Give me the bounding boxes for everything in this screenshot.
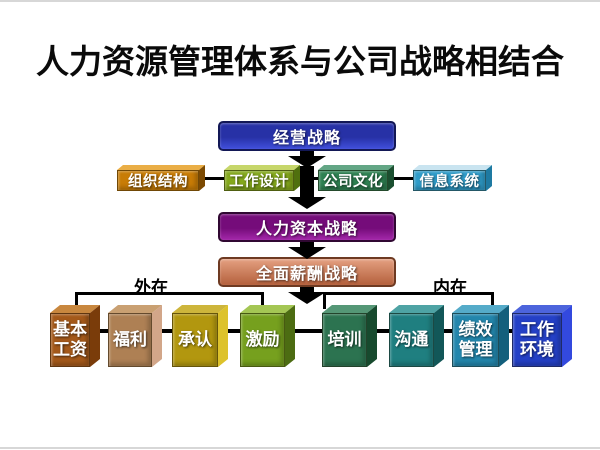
- node-incentive: 激励: [240, 305, 295, 367]
- node-org-structure-label: 组织结构: [117, 170, 199, 191]
- group-bracket-external: [75, 292, 264, 309]
- node-total-reward-strategy: 全面薪酬战略: [218, 257, 396, 287]
- node-work-environment-label: 工作 环境: [512, 313, 562, 367]
- node-training-label: 培训: [322, 313, 367, 367]
- node-benefits-label: 福利: [108, 313, 152, 367]
- node-communication: 沟通: [389, 305, 444, 367]
- node-info-system: 信息系统: [413, 165, 492, 191]
- down-arrow-shaft: [300, 287, 314, 293]
- node-human-capital-strategy-label: 人力资本战略: [255, 221, 358, 238]
- node-company-culture-label: 公司文化: [318, 170, 388, 191]
- node-job-design: 工作设计: [224, 165, 300, 191]
- down-arrow-shaft: [300, 166, 314, 197]
- node-info-system-label: 信息系统: [413, 170, 486, 191]
- node-benefits: 福利: [108, 305, 162, 367]
- node-company-culture: 公司文化: [318, 165, 394, 191]
- node-performance-mgmt-label: 绩效 管理: [452, 313, 499, 367]
- node-business-strategy-label: 经营战略: [272, 130, 341, 147]
- down-arrow-shaft: [300, 242, 314, 248]
- reward-connector-line: [62, 329, 548, 333]
- down-arrow-icon: [288, 156, 326, 168]
- node-work-environment: 工作 环境: [512, 305, 572, 367]
- down-arrow-icon: [288, 247, 326, 259]
- node-human-capital-strategy: 人力资本战略: [218, 212, 396, 242]
- slide-bottom-border: [0, 447, 600, 449]
- node-recognition-label: 承认: [172, 313, 218, 367]
- node-communication-label: 沟通: [389, 313, 434, 367]
- node-incentive-label: 激励: [240, 313, 285, 367]
- page-title: 人力资源管理体系与公司战略相结合: [36, 45, 564, 81]
- node-performance-mgmt: 绩效 管理: [452, 305, 509, 367]
- node-business-strategy: 经营战略: [218, 121, 396, 151]
- node-job-design-label: 工作设计: [224, 170, 294, 191]
- node-total-reward-strategy-label: 全面薪酬战略: [255, 266, 358, 283]
- down-arrow-shaft: [300, 151, 314, 157]
- node-base-salary: 基本 工资: [50, 305, 100, 367]
- node-training: 培训: [322, 305, 377, 367]
- node-recognition: 承认: [172, 305, 228, 367]
- down-arrow-icon: [288, 197, 326, 209]
- down-arrow-icon: [288, 292, 326, 304]
- slide-top-border: [0, 0, 600, 2]
- node-org-structure: 组织结构: [117, 165, 205, 191]
- node-base-salary-label: 基本 工资: [50, 313, 90, 367]
